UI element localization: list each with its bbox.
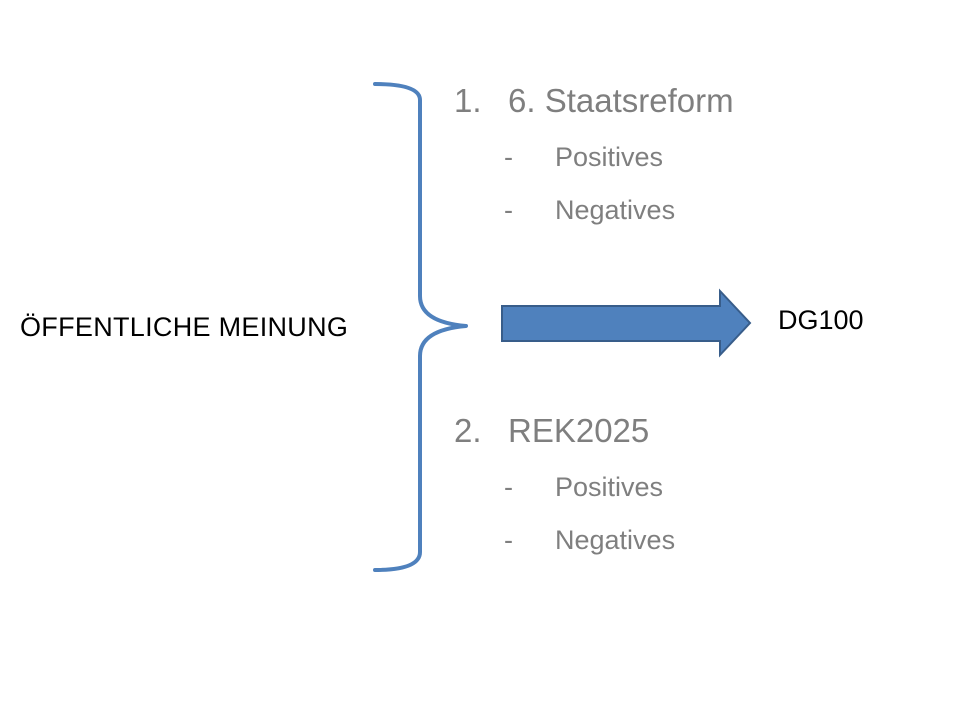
list-item-1-sub-1-label: Positives [555,142,664,172]
right-curly-brace [373,82,468,572]
right-arrow [501,288,752,358]
list-item-2-number: 2. [454,412,482,449]
arrow-target-label: DG100 [778,305,864,335]
list-item-2-sub-1-label: Positives [555,472,664,502]
list-item-1-sub-2-dash: - [504,195,513,225]
list-item-2-sub-2-label: Negatives [555,525,676,555]
list-item-1-number: 1. [454,82,482,119]
list-item-2-sub-1-dash: - [504,472,513,502]
public-opinion-label: ÖFFENTLICHE MEINUNG [20,312,349,342]
list-item-1-sub-1-dash: - [504,142,513,172]
list-item-2-title: REK2025 [508,412,650,449]
list-item-2-sub-2-dash: - [504,525,513,555]
list-item-1-sub-2-label: Negatives [555,195,676,225]
list-item-1-title: 6. Staatsreform [508,82,734,119]
